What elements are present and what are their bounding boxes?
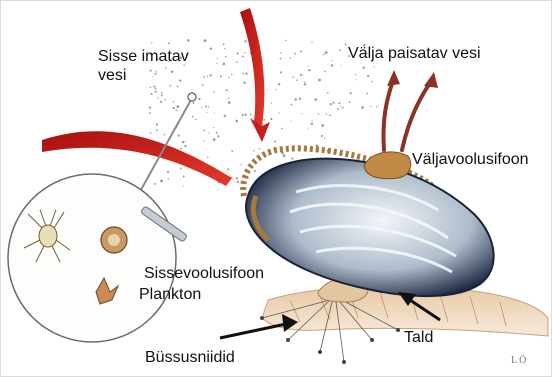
label-exhalant-siphon: Väljavoolusifoon [412, 150, 529, 169]
label-inflow-water: Sisse imatav vesi [98, 47, 189, 85]
label-plankton: Plankton [139, 285, 201, 304]
label-byssus-threads: Büssusniidid [145, 348, 235, 367]
outflow-arrow-icon [383, 78, 432, 150]
artist-signature: LÖ [511, 355, 528, 366]
label-foot: Tald [404, 328, 433, 347]
label-outflow-water: Välja paisatav vesi [348, 44, 481, 63]
exhalant-siphon [364, 152, 411, 179]
label-inhalant-siphon: Sissevoolusifoon [144, 264, 264, 283]
magnifier-icon [8, 93, 196, 342]
inflow-arrow-icon [42, 8, 270, 186]
mussel-shell-icon [246, 159, 494, 296]
